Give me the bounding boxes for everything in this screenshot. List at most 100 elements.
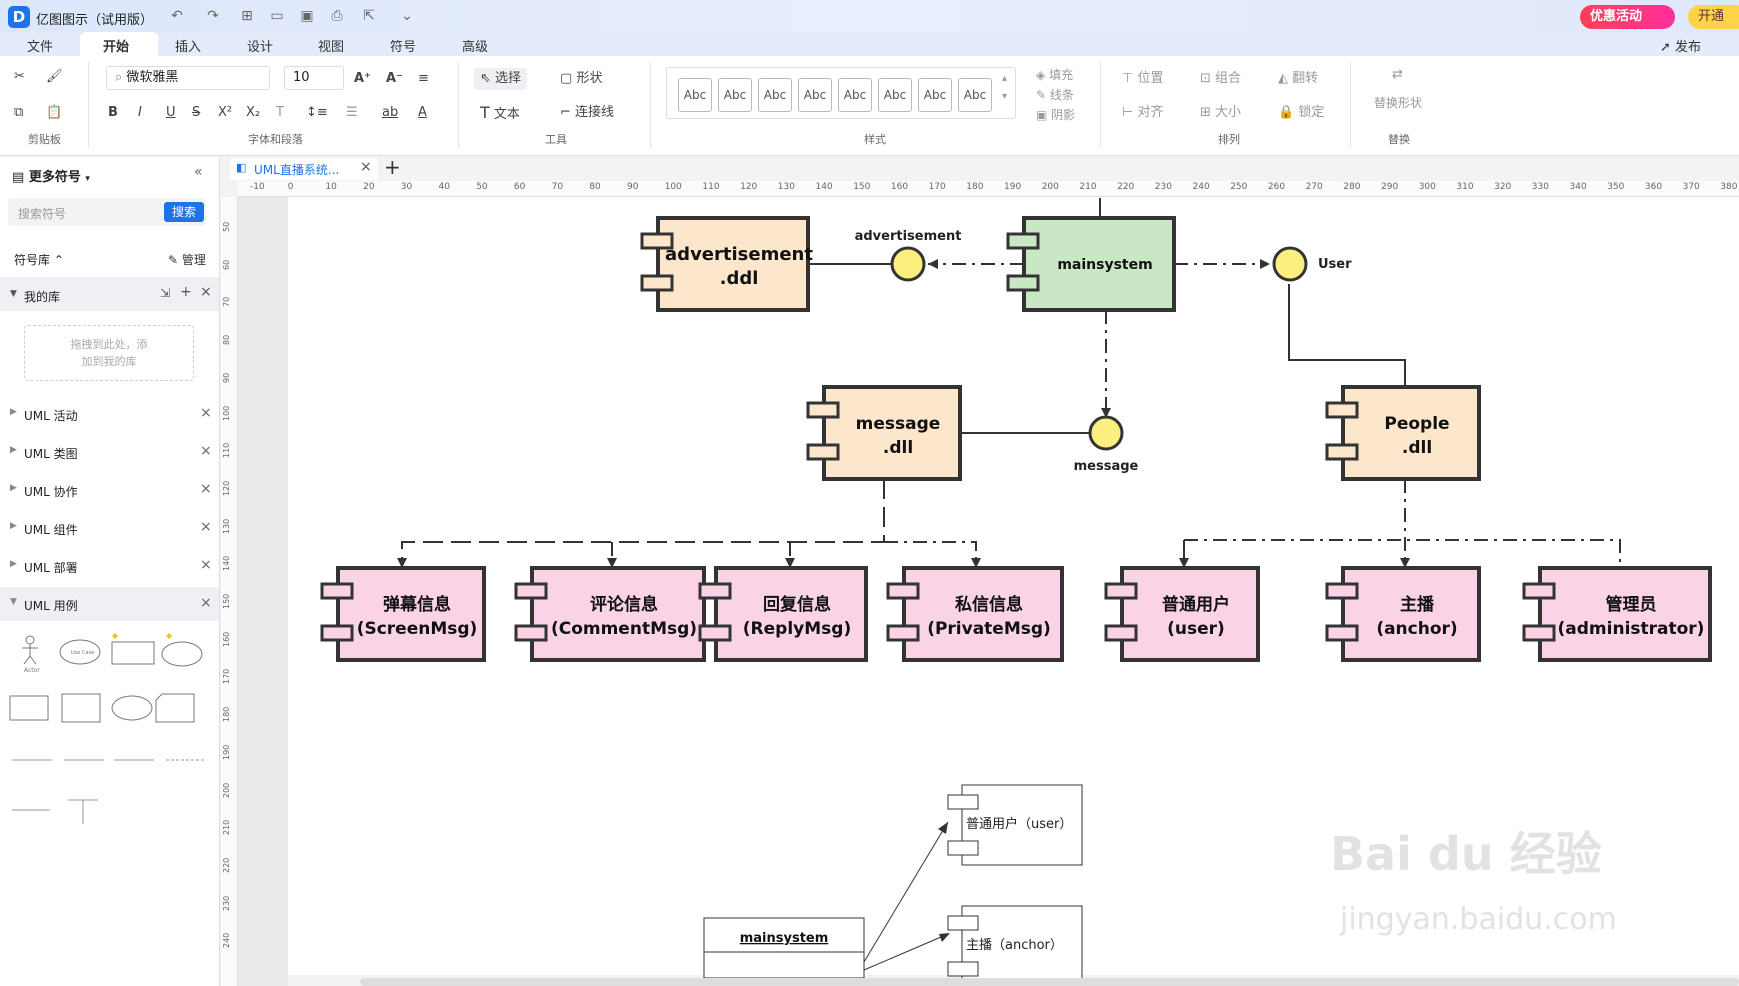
note-thumb[interactable]: [155, 693, 195, 723]
vip-button[interactable]: 开通: [1688, 5, 1739, 29]
text-tool-button[interactable]: T 文本: [480, 104, 520, 124]
library-header[interactable]: 符号库 ⌃: [14, 251, 64, 268]
library-item-uml-collaboration[interactable]: ▶UML 协作×: [0, 473, 219, 507]
flip-button[interactable]: ◭ 翻转: [1278, 70, 1318, 88]
search-button[interactable]: 搜索: [164, 202, 204, 222]
align-button[interactable]: ⊢ 对齐: [1122, 104, 1163, 122]
menu-tab-design[interactable]: 设计: [247, 40, 274, 55]
line-button[interactable]: ✎ 线条: [1036, 86, 1074, 104]
menu-tab-home[interactable]: 开始: [103, 40, 130, 55]
actor-shape-thumb[interactable]: [22, 635, 38, 665]
menu-tab-advanced[interactable]: 高级: [462, 40, 489, 55]
close-icon[interactable]: ×: [200, 519, 212, 535]
close-icon[interactable]: ×: [200, 557, 212, 573]
close-icon[interactable]: ×: [200, 481, 212, 497]
quick-access-more-icon[interactable]: ⌄: [401, 8, 413, 24]
position-button[interactable]: ⊤ 位置: [1122, 70, 1163, 88]
shrink-font-icon[interactable]: A⁻: [386, 71, 403, 86]
select-tool-button[interactable]: ⇖ 选择: [474, 68, 528, 90]
underline-icon[interactable]: U: [166, 105, 176, 120]
style-swatch[interactable]: Abc: [958, 78, 992, 112]
system-boundary-thumb[interactable]: [9, 695, 49, 721]
collapse-sidebar-icon[interactable]: «: [194, 164, 203, 180]
library-item-uml-deployment[interactable]: ▶UML 部署×: [0, 549, 219, 583]
my-library-drop-area[interactable]: 拖拽到此处，添加到我的库: [24, 325, 194, 381]
style-swatch[interactable]: Abc: [918, 78, 952, 112]
replace-shape-icon[interactable]: ⇄: [1392, 67, 1403, 82]
business-actor-thumb[interactable]: [61, 693, 101, 723]
line-spacing-icon[interactable]: ↕≡: [306, 105, 328, 120]
new-tab-icon[interactable]: +: [384, 155, 401, 179]
font-size-select[interactable]: 10: [284, 66, 344, 90]
library-item-uml-class[interactable]: ▶UML 类图×: [0, 435, 219, 469]
cut-icon[interactable]: ✂: [14, 69, 25, 84]
export-icon[interactable]: ⇱: [363, 8, 375, 24]
gallery-scroll-icon[interactable]: ▴▾: [1002, 73, 1008, 102]
redo-icon[interactable]: ↷: [207, 8, 219, 24]
import-icon[interactable]: ⇲: [160, 286, 171, 300]
horizontal-scrollbar[interactable]: [360, 978, 1739, 986]
grow-font-icon[interactable]: A⁺: [354, 71, 371, 86]
style-swatch[interactable]: Abc: [718, 78, 752, 112]
style-swatch[interactable]: Abc: [838, 78, 872, 112]
add-icon[interactable]: +: [180, 284, 192, 300]
strikethrough-icon[interactable]: S: [192, 105, 201, 120]
lock-button[interactable]: 🔒 锁定: [1278, 104, 1324, 122]
style-swatch[interactable]: Abc: [878, 78, 912, 112]
menu-tab-view[interactable]: 视图: [318, 40, 345, 55]
close-icon[interactable]: ×: [200, 443, 212, 459]
size-button[interactable]: ⊞ 大小: [1200, 104, 1241, 122]
library-item-uml-activity[interactable]: ▶UML 活动×: [0, 397, 219, 431]
font-color-icon[interactable]: A: [418, 105, 427, 120]
paste-icon[interactable]: 📋: [46, 105, 63, 120]
format-painter-icon[interactable]: 🖌: [46, 69, 63, 84]
replace-shape-button[interactable]: 替换形状: [1374, 96, 1423, 110]
shape-tool-button[interactable]: ▢ 形状: [560, 70, 602, 88]
library-item-uml-component[interactable]: ▶UML 组件×: [0, 511, 219, 545]
new-file-icon[interactable]: ⊞: [241, 8, 253, 24]
publish-button[interactable]: ➚ 发布: [1660, 36, 1701, 55]
tree-line-thumb[interactable]: [68, 799, 98, 824]
style-swatch[interactable]: Abc: [678, 78, 712, 112]
print-icon[interactable]: ⎙: [331, 8, 343, 24]
usecase-extension-point-thumb[interactable]: [161, 641, 203, 667]
copy-icon[interactable]: ⧉: [14, 105, 24, 120]
superscript-icon[interactable]: X²: [218, 105, 233, 120]
pointer-icon: ⇖: [480, 71, 491, 86]
text-case-icon[interactable]: T: [276, 105, 284, 120]
promo-button[interactable]: 优惠活动: [1580, 5, 1675, 29]
document-tab[interactable]: [230, 158, 378, 180]
menu-tab-file[interactable]: 文件: [27, 40, 54, 55]
italic-icon[interactable]: I: [138, 105, 142, 120]
menu-tab-insert[interactable]: 插入: [175, 40, 202, 55]
shadow-button[interactable]: ▣ 阴影: [1036, 106, 1075, 124]
usecase-extension-thumb[interactable]: [111, 641, 155, 665]
menu-tab-symbols[interactable]: 符号: [390, 40, 417, 55]
bold-icon[interactable]: B: [108, 105, 118, 120]
fill-button[interactable]: ◈ 填充: [1036, 66, 1073, 84]
sidebar-title[interactable]: ▤ 更多符号 ▾: [12, 166, 90, 185]
subscript-icon[interactable]: X₂: [246, 105, 261, 120]
undo-icon[interactable]: ↶: [171, 8, 183, 24]
font-family-select[interactable]: ⌕ 微软雅黑: [106, 66, 270, 90]
collaboration-thumb[interactable]: [111, 695, 153, 721]
bullets-icon[interactable]: ☰: [346, 105, 358, 120]
close-icon[interactable]: ×: [200, 595, 212, 611]
usecase-shape-thumb[interactable]: [59, 639, 101, 665]
connector-tool-button[interactable]: ⌐ 连接线: [560, 104, 614, 122]
my-library-row[interactable]: [0, 277, 219, 311]
close-icon[interactable]: ×: [200, 405, 212, 421]
manage-button[interactable]: ✎ 管理: [168, 251, 206, 268]
align-text-icon[interactable]: ≡: [418, 71, 429, 86]
save-icon[interactable]: ▣: [300, 8, 314, 24]
dependency-line: [401, 479, 885, 566]
group-button[interactable]: ⊡ 组合: [1200, 70, 1241, 88]
library-item-uml-usecase[interactable]: ▼UML 用例×: [0, 587, 219, 621]
style-swatch[interactable]: Abc: [798, 78, 832, 112]
highlight-icon[interactable]: ab: [382, 105, 399, 120]
close-icon[interactable]: ×: [200, 284, 212, 300]
chevron-right-icon: ▶: [10, 407, 17, 417]
close-tab-icon[interactable]: ×: [360, 159, 372, 175]
style-swatch[interactable]: Abc: [758, 78, 792, 112]
open-folder-icon[interactable]: ▭: [270, 8, 284, 24]
